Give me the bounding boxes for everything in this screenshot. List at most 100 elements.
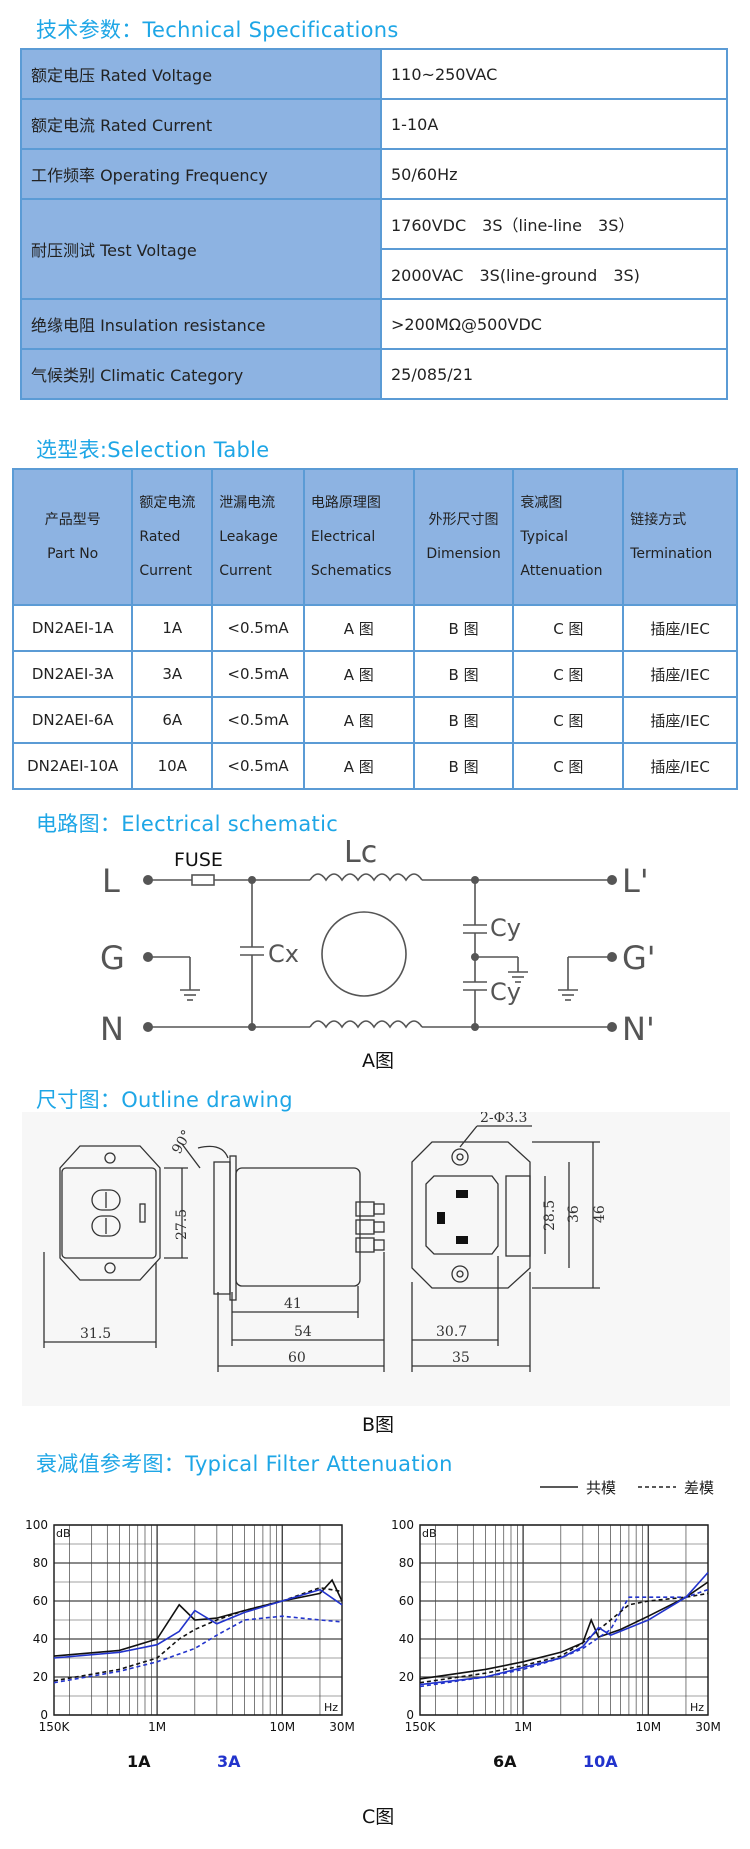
attenuation-caption: C图 — [362, 1806, 395, 1828]
cell: DN2AEI-1A — [11, 604, 134, 652]
x-axis-label: Hz — [690, 1701, 704, 1714]
cell: 3A — [131, 650, 214, 698]
inductor-bottom — [309, 1020, 423, 1029]
series-line — [419, 1581, 709, 1680]
spec-label: 工作频率 Operating Frequency — [20, 148, 382, 200]
label-cy-top: Cy — [490, 914, 521, 942]
chart-label-blue: 3A — [217, 1752, 241, 1771]
rear-flange — [411, 1141, 531, 1289]
y-axis-label: dB — [422, 1527, 437, 1540]
attenuation-legend: 共模 差模 — [540, 1479, 714, 1497]
cell: <0.5mA — [211, 696, 305, 744]
cell: 插座/IEC — [622, 604, 738, 652]
schematic-caption: A图 — [362, 1050, 394, 1072]
dim-60: 60 — [288, 1350, 306, 1366]
label-G: G — [100, 939, 125, 977]
y-tick-label: 40 — [399, 1632, 414, 1646]
cell: C 图 — [512, 650, 625, 698]
spec-label: 额定电压 Rated Voltage — [20, 48, 382, 100]
dim-36: 36 — [566, 1205, 582, 1223]
series-line — [419, 1592, 709, 1684]
fuse-symbol — [191, 874, 215, 886]
y-tick-label: 40 — [33, 1632, 48, 1646]
table-row: 工作频率 Operating Frequency 50/60Hz — [20, 148, 728, 200]
cell: <0.5mA — [211, 604, 305, 652]
series-line — [53, 1615, 343, 1684]
cell: B 图 — [412, 650, 515, 698]
cell: B 图 — [412, 604, 515, 652]
cell: C 图 — [512, 742, 625, 790]
cell: 插座/IEC — [622, 650, 738, 698]
series-line — [53, 1588, 343, 1659]
dim-54: 54 — [294, 1324, 312, 1340]
dim-hole: 2-Φ3.3 — [480, 1112, 527, 1126]
table-row: 2000VAC 3S(line-ground 3S) — [21, 248, 728, 300]
spec-value: 50/60Hz — [380, 148, 728, 200]
spec-value: 1760VDC 3S（line-line 3S） — [380, 198, 728, 250]
specs-table: 额定电压 Rated Voltage 110~250VAC 额定电流 Rated… — [20, 48, 728, 400]
y-tick-label: 60 — [33, 1594, 48, 1608]
cell: <0.5mA — [211, 742, 305, 790]
cell: 6A — [131, 696, 214, 744]
y-tick-label: 0 — [40, 1708, 48, 1722]
outline-background — [22, 1112, 730, 1406]
iec-socket — [425, 1175, 499, 1255]
label-N: N — [100, 1010, 124, 1040]
y-tick-label: 20 — [399, 1670, 414, 1684]
spec-label: 耐压测试 Test Voltage — [20, 198, 382, 300]
outline-title: 尺寸图：Outline drawing — [36, 1088, 293, 1112]
cell: DN2AEI-3A — [11, 650, 134, 698]
label-lc: Lc — [344, 840, 377, 870]
cell: 插座/IEC — [622, 696, 738, 744]
series-line — [419, 1571, 709, 1686]
label-L-prime: L' — [622, 862, 649, 900]
label-cx: Cx — [268, 940, 299, 968]
cell: A 图 — [302, 604, 415, 652]
y-tick-label: 20 — [33, 1670, 48, 1684]
chart-label-black: 1A — [127, 1752, 151, 1771]
cell: 1A — [131, 604, 214, 652]
legend-common: 共模 — [586, 1479, 616, 1497]
x-tick-label: 30M — [329, 1720, 355, 1734]
attenuation-title: 衰减值参考图：Typical Filter Attenuation — [36, 1452, 453, 1476]
front-flange — [59, 1145, 161, 1281]
label-L: L — [102, 862, 120, 900]
x-tick-label: 150K — [39, 1720, 71, 1734]
spec-label: 气候类别 Climatic Category — [20, 348, 382, 400]
cell: B 图 — [412, 742, 515, 790]
table-row: 额定电流 Rated Current 1-10A — [20, 98, 728, 150]
inductor-top — [309, 873, 423, 882]
dim-90: 90° — [169, 1127, 195, 1157]
legend-diff: 差模 — [684, 1479, 714, 1497]
spec-value: 25/085/21 — [380, 348, 728, 400]
cell: A 图 — [302, 742, 415, 790]
schematic-diagram: L G N L' G' N' FUSE Lc Cx Cy Cy — [100, 840, 656, 1040]
label-N-prime: N' — [622, 1010, 655, 1040]
label-fuse: FUSE — [174, 849, 223, 871]
y-tick-label: 100 — [391, 1518, 414, 1532]
series-line — [53, 1578, 343, 1657]
cell: B 图 — [412, 696, 515, 744]
spec-label: 额定电流 Rated Current — [20, 98, 382, 150]
schematic-title: 电路图：Electrical schematic — [36, 812, 339, 836]
label-cy-bottom: Cy — [490, 978, 521, 1006]
grid — [419, 1524, 709, 1716]
dim-30-7: 30.7 — [436, 1324, 467, 1340]
dim-27-5: 27.5 — [174, 1209, 190, 1240]
grid — [53, 1524, 343, 1716]
spec-value: 2000VAC 3S(line-ground 3S) — [380, 248, 728, 300]
cell: A 图 — [302, 650, 415, 698]
x-axis-label: Hz — [324, 1701, 338, 1714]
cell: DN2AEI-6A — [11, 696, 134, 744]
